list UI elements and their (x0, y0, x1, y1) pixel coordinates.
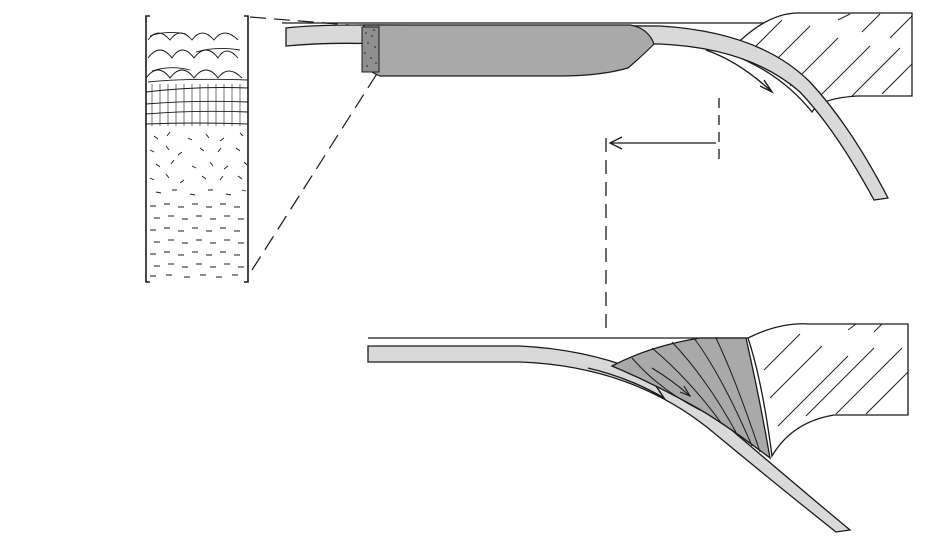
accreted-wedge (612, 338, 770, 458)
stratigraphic-column (146, 16, 248, 282)
overriding-plate-bottom (748, 324, 908, 456)
column-bracket-right (244, 16, 248, 282)
gabbro-layer (150, 132, 247, 195)
column-fill (146, 32, 248, 277)
peridotite-layer (150, 204, 244, 277)
pillow-basalt-layer (146, 32, 248, 82)
seamount-body (364, 25, 654, 76)
sample-location-block (362, 27, 379, 72)
subduction-before-accretion (282, 13, 912, 200)
zoom-line-bottom (252, 72, 378, 270)
sheeted-dike-layer (146, 84, 248, 126)
subduction-after-accretion (368, 324, 908, 532)
